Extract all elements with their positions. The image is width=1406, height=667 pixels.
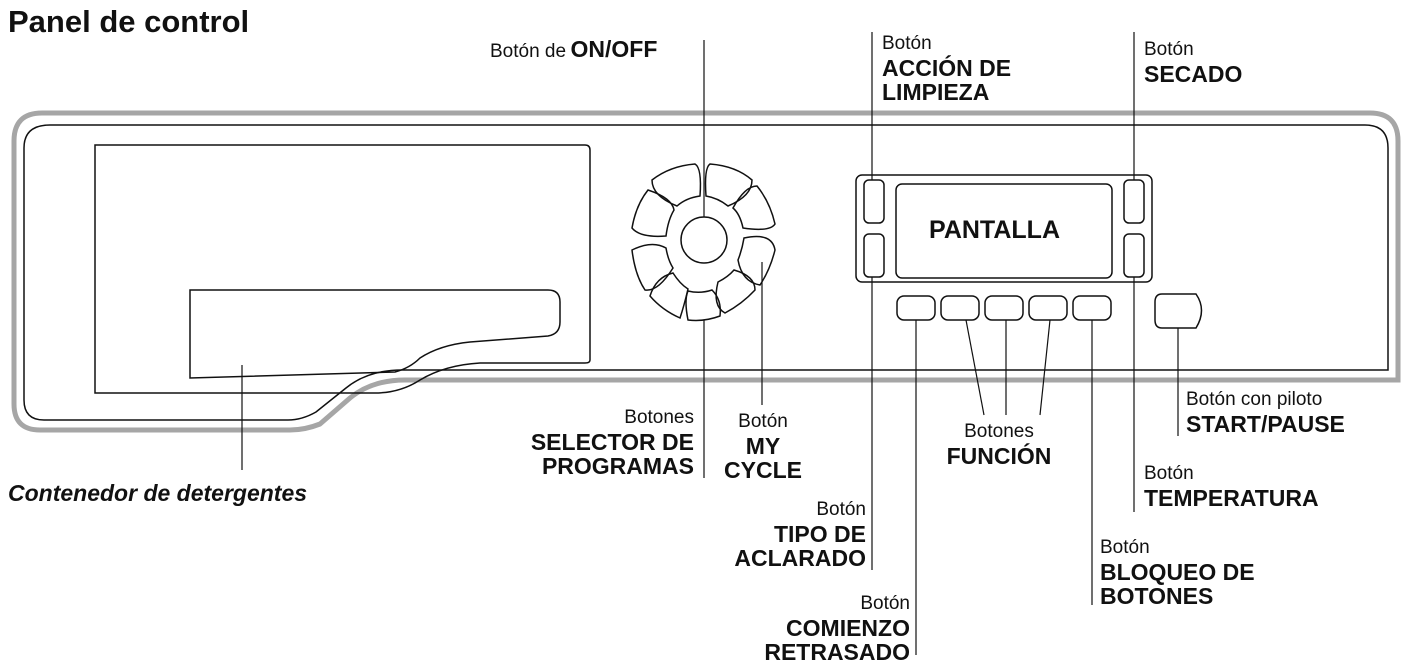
comienzo-prefix: Botón <box>860 593 910 614</box>
start-pause-line1: START/PAUSE <box>1186 411 1345 437</box>
detergent-container-label: Contenedor de detergentes <box>8 480 308 506</box>
secado-prefix: Botón <box>1144 39 1194 60</box>
selector-label: Botones SELECTOR DE PROGRAMAS <box>531 406 694 478</box>
accion-limpieza-line2: LIMPIEZA <box>882 79 990 105</box>
comienzo-label: Botón COMIENZO RETRASADO <box>764 592 910 664</box>
secado-line1: SECADO <box>1144 61 1243 87</box>
my-cycle-line1: MY <box>745 433 781 459</box>
display-frame <box>855 174 1153 283</box>
start-pause-prefix: Botón con piloto <box>1186 389 1323 410</box>
funcion-line1: FUNCIÓN <box>946 443 1052 469</box>
start-pause-button <box>1154 293 1203 329</box>
panel-outline <box>11 110 1401 433</box>
page-title: Panel de control <box>8 4 250 39</box>
bloqueo-prefix: Botón <box>1100 537 1150 558</box>
start-pause-label: Botón con piloto START/PAUSE <box>1186 388 1345 436</box>
tipo-aclarado-button <box>863 233 885 278</box>
display-screen <box>895 183 1113 279</box>
temperatura-label: Botón TEMPERATURA <box>1144 462 1319 510</box>
selector-line2: PROGRAMAS <box>541 453 694 479</box>
on-off-prefix: Botón de <box>490 41 567 62</box>
funcion-prefix: Botones <box>964 421 1034 442</box>
tipo-aclarado-line1: TIPO DE <box>773 521 866 547</box>
accion-limpieza-label: Botón ACCIÓN DE LIMPIEZA <box>882 32 1011 104</box>
temperatura-prefix: Botón <box>1144 463 1194 484</box>
funcion-label: Botones FUNCIÓN <box>940 420 1058 468</box>
secado-button <box>1123 179 1145 224</box>
my-cycle-label: Botón MY CYCLE <box>718 410 808 482</box>
on-off-label: Botón de ON/OFF <box>490 36 657 63</box>
program-selector-ring <box>631 163 776 322</box>
accion-limpieza-line1: ACCIÓN DE <box>882 55 1012 81</box>
bloqueo-line1: BLOQUEO DE <box>1100 559 1255 585</box>
temperatura-line1: TEMPERATURA <box>1144 485 1319 511</box>
detergent-drawer <box>94 144 591 394</box>
on-off-name: ON/OFF <box>570 36 658 62</box>
display-label: PANTALLA <box>929 216 1060 244</box>
accion-limpieza-button <box>863 179 885 224</box>
comienzo-line2: RETRASADO <box>764 639 910 665</box>
selector-prefix: Botones <box>624 407 694 428</box>
on-off-button <box>680 216 728 264</box>
secado-label: Botón SECADO <box>1144 38 1242 86</box>
tipo-aclarado-line2: ACLARADO <box>734 545 866 571</box>
tipo-aclarado-prefix: Botón <box>816 499 866 520</box>
drawer-handle <box>189 289 561 379</box>
temperatura-button <box>1123 233 1145 278</box>
selector-line1: SELECTOR DE <box>530 429 694 455</box>
bloqueo-label: Botón BLOQUEO DE BOTONES <box>1100 536 1255 608</box>
function-buttons <box>896 295 1112 321</box>
bloqueo-line2: BOTONES <box>1100 583 1214 609</box>
my-cycle-prefix: Botón <box>738 411 788 432</box>
tipo-aclarado-label: Botón TIPO DE ACLARADO <box>734 498 866 570</box>
comienzo-line1: COMIENZO <box>786 615 910 641</box>
accion-limpieza-prefix: Botón <box>882 33 932 54</box>
my-cycle-line2: CYCLE <box>724 457 802 483</box>
